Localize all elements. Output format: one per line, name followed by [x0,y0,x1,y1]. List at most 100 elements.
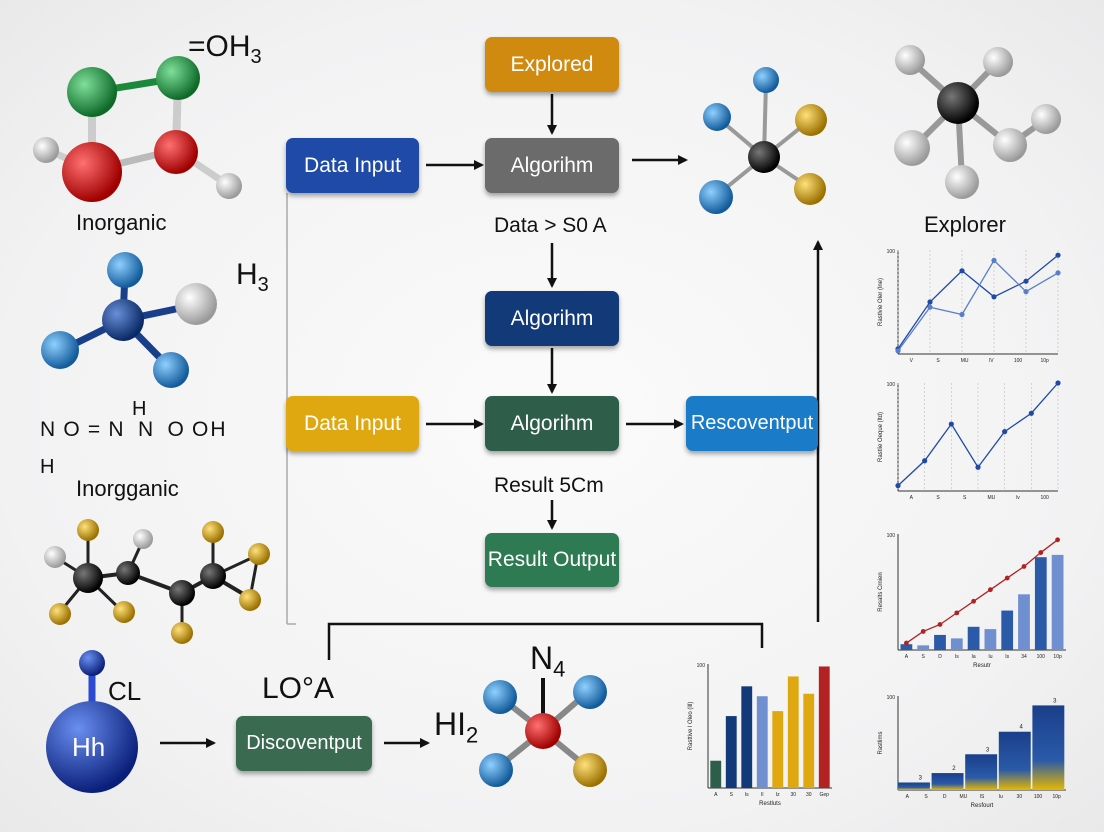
top-center-molecule [699,67,827,214]
x-axis-label: Resfourt [971,803,994,809]
x-tick-label: 100 [1034,794,1043,800]
x-tick-label: A [714,792,718,798]
data-point [1055,380,1061,386]
x-tick-label: 10p [1040,358,1049,364]
y-tick-label: 100 [887,695,896,701]
n4-label: N4 [530,640,566,682]
x-tick-label: S [963,495,967,501]
data-label: 3 [919,775,923,781]
x-tick-label: D [938,654,942,660]
hi2-label: HI2 [434,706,479,748]
y-axis-label: Rastlie Oeque (ltd) [878,412,884,462]
data-point [954,610,960,616]
x-tick-label: lv [1016,495,1020,501]
bar [741,686,753,788]
x-tick-label: V [910,358,914,364]
bar [1018,594,1030,650]
x-tick-label: 100 [1040,495,1049,501]
y-tick-label: 100 [887,533,896,539]
bar [1032,705,1065,790]
data-point [991,294,997,300]
data-point [1023,278,1029,284]
inorganic-label-2: Inorgganic [76,476,179,501]
chemical-formula: N O = N N O OH [40,418,228,441]
x-axis-label: Restluts [759,801,781,807]
bar [900,644,913,650]
x-tick-label: D [943,794,947,800]
data-point [904,640,909,646]
explored-box[interactable]: Explored [485,37,619,92]
bar [965,754,998,790]
x-tick-label: Gep [820,792,830,798]
data-caption: Data > S0 A [494,214,607,237]
bar [931,773,964,790]
x-tick-label: Is [1005,654,1009,660]
data-point [975,464,981,470]
data-point [920,629,926,634]
x-tick-label: 30 [790,792,796,798]
blue-atom [107,252,143,288]
data-point [1055,537,1060,543]
x-tick-label: lV [989,358,994,364]
x-tick-label: A [906,794,910,800]
x-tick-label: Is [955,654,959,660]
data-point [1055,252,1061,258]
rescoventput-box[interactable]: Rescoventput [686,396,818,451]
series-line [897,259,1059,352]
result-output-box[interactable]: Result Output [485,533,619,587]
bar [967,626,980,650]
hydrogen-atom [216,173,242,199]
red-atom [62,142,122,202]
algorithm-box-3[interactable]: Algorihm [485,396,619,451]
hh-label: Hh [72,732,106,762]
discoventput-box[interactable]: Discoventput [236,716,372,771]
x-tick-label: S [936,495,940,501]
data-point [1004,575,1010,581]
x-tick-label: S [730,792,734,798]
bar [772,711,784,788]
bar [1001,610,1014,650]
x-tick-label: 10p [1052,794,1061,800]
data-point [991,257,997,263]
y-axis-label: Rastlims [878,731,884,754]
x-tick-label: IS [980,794,985,800]
hh-atom [46,701,138,793]
blue-atom [153,352,189,388]
series-line [906,539,1058,644]
carbon-atom [116,561,140,585]
series-line [897,382,1059,487]
carbon-atom [200,563,226,589]
cl-label: CL [108,676,142,706]
inorganic-label-1: Inorganic [76,210,167,235]
formula-bottom-h: H [40,456,55,478]
data-input-box-1[interactable]: Data Input [286,138,419,193]
navy-atom [102,299,144,341]
blue-atom [41,331,79,369]
data-point [959,311,965,318]
x-tick-label: MU [987,495,995,501]
x-tick-label: Iz [776,792,780,798]
bar [710,760,722,788]
data-label: 4 [1019,725,1023,731]
carbon-atom [169,580,195,606]
n4-molecule [479,675,607,787]
green-atom [67,67,117,117]
data-label: 3 [1053,698,1057,704]
loa-label: LO°A [262,672,335,705]
formula-top-h: H [132,398,147,420]
hydrogen-atom [33,137,59,163]
mol2-formula: H3 [236,258,269,296]
x-tick-label: Ia [972,654,976,660]
data-point [959,268,965,274]
algorithm-box-1[interactable]: Algorihm [485,138,619,193]
x-tick-label: 100 [1037,654,1046,660]
algorithm-box-2[interactable]: Algorihm [485,291,619,346]
x-tick-label: 30 [806,792,812,798]
data-input-box-2[interactable]: Data Input [286,396,419,451]
